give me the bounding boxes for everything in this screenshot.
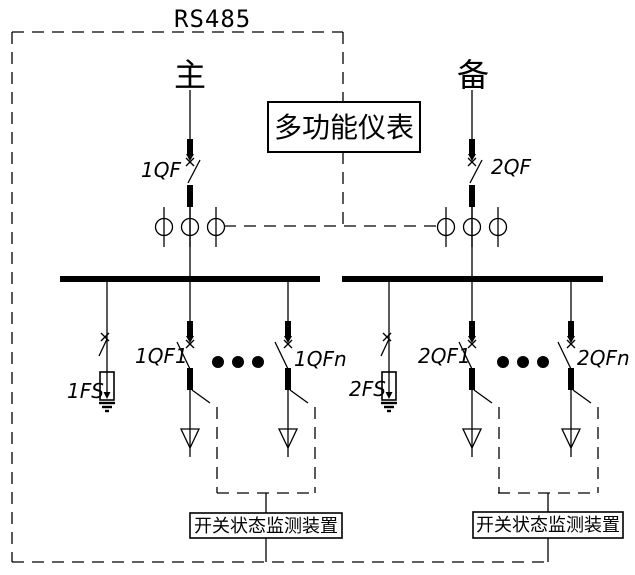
- breaker-2qf1-symbol: [458, 281, 500, 494]
- breaker-1qfn-label: 1QFn: [294, 347, 347, 371]
- meter-box-label: 多功能仪表: [274, 112, 414, 143]
- monitor-box-left: [189, 512, 343, 539]
- breaker-1qf1-symbol: [176, 281, 218, 494]
- breaker-2qf-label: 2QF: [491, 155, 531, 179]
- breaker-2qf1-label: 2QF1: [418, 344, 471, 368]
- ct-row-left: [154, 206, 226, 248]
- breaker-2qfn-symbol: [557, 281, 599, 494]
- monitor-box-right: [472, 511, 624, 539]
- monitor-box-left-label: 开关状态监测装置: [194, 516, 338, 536]
- standby-incomer-label: 备: [457, 57, 489, 93]
- ct-row-right: [436, 206, 508, 248]
- breaker-1qf-symbol: [185, 89, 201, 277]
- meter-ct-taps: [224, 152, 439, 227]
- monitor-box-right-label: 开关状态监测装置: [476, 515, 620, 535]
- fuse-1fs-label: 1FS: [67, 379, 104, 403]
- breaker-2qfn-label: 2QFn: [577, 346, 630, 370]
- busbar-right: [342, 276, 603, 282]
- breaker-2qf-symbol: [467, 89, 483, 277]
- monitor-left-wiring: [217, 492, 315, 562]
- ellipsis-right: [497, 356, 549, 368]
- fuse-2fs-label: 2FS: [349, 377, 386, 401]
- breaker-1qf1-label: 1QF1: [135, 344, 188, 368]
- breaker-1qfn-symbol: [274, 281, 316, 494]
- ellipsis-left: [212, 356, 264, 368]
- rs485-label: RS485: [174, 5, 251, 33]
- breaker-1qf-label: 1QF: [141, 158, 181, 182]
- busbar-left: [60, 276, 320, 282]
- main-incomer-label: 主: [174, 57, 206, 93]
- meter-box: [267, 101, 421, 153]
- rs485-comm-loop: [11, 31, 548, 563]
- monitor-right-wiring: [498, 492, 597, 562]
